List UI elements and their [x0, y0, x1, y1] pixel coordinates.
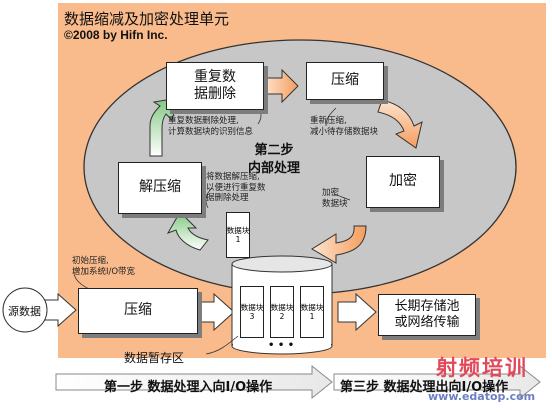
step2-internal-processing: 第二步 内部处理	[248, 143, 301, 176]
buffer-block-1: 数据块 1	[300, 286, 324, 338]
decompress-box: 解压缩	[118, 162, 202, 214]
compress-input-label: 压缩	[124, 302, 152, 319]
encrypt-label: 加密	[389, 173, 417, 190]
diagram-title: 数据缩减及加密处理单元	[64, 10, 230, 28]
dedupe-label: 重复数 据删除	[194, 68, 236, 103]
buffer-block-3: 数据块 3	[240, 286, 264, 338]
data-block-inner: 数据块 1	[226, 212, 250, 258]
step3-big-arrow	[333, 364, 541, 400]
encrypt-note: 加密 数据块	[322, 188, 348, 209]
arrow-encrypt-to-block	[311, 225, 367, 264]
dedupe-box: 重复数 据删除	[166, 62, 264, 110]
buffer-ellipsis: • • •	[268, 340, 295, 351]
initial-compress-note: 初始压缩, 增加系统I/O带宽	[72, 256, 136, 277]
arrow-buffer-to-storage	[337, 292, 377, 332]
data-block-inner-label: 数据块 1	[226, 226, 250, 244]
storage-label: 长期存储池 或网络传输	[394, 298, 460, 330]
recompress-note: 重新压缩, 减小待存储数据块	[310, 116, 379, 137]
source-data-cylinder	[2, 287, 48, 333]
buffer-label: 数据暂存区	[124, 351, 185, 365]
step1-big-arrow	[55, 364, 333, 400]
copyright: ©2008 by Hifn Inc.	[64, 28, 168, 42]
encrypt-box: 加密	[366, 156, 440, 208]
watermark-logo-text: 射频培训	[436, 356, 528, 380]
buffer-block-1-label: 数据块 1	[300, 303, 324, 321]
buffer-block-2: 数据块 2	[270, 286, 294, 338]
arrow-dedupe-to-compress	[263, 68, 299, 104]
buffer-block-2-label: 数据块 2	[270, 303, 294, 321]
decompress-note: 将数据解压缩, 以便进行重复数 据删除处理	[206, 172, 266, 204]
watermark-url: www.edatop.com	[428, 390, 536, 403]
arrow-source-to-compress	[43, 292, 77, 328]
buffer-block-3-label: 数据块 3	[240, 303, 264, 321]
compress-top-box: 压缩	[306, 62, 384, 100]
arrow-compress-to-buffer	[195, 292, 235, 332]
step3-label: 第三步 数据处理出向I/O操作	[340, 380, 509, 395]
compress-input-box: 压缩	[78, 288, 198, 334]
arrow-compress-to-encrypt	[377, 99, 423, 149]
arrow-input-to-decompress	[166, 211, 209, 251]
step1-label: 第一步 数据处理入向I/O操作	[104, 380, 273, 395]
source-label: 源数据	[8, 305, 41, 318]
compress-top-label: 压缩	[331, 72, 359, 89]
storage-box: 长期存储池 或网络传输	[378, 294, 476, 336]
dedupe-note: 重复数据删除处理, 计算数据块的识别信息	[168, 116, 254, 137]
decompress-label: 解压缩	[139, 179, 181, 196]
